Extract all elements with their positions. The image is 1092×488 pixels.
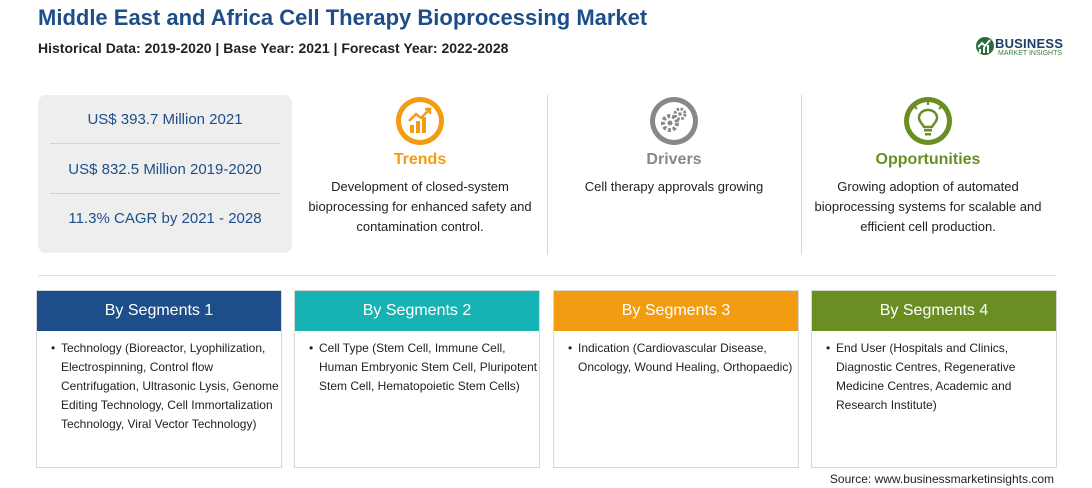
segment-card-3: By Segments 3 • Indication (Cardiovascul… xyxy=(553,290,799,468)
trends-text: Development of closed-system bioprocessi… xyxy=(308,179,532,234)
market-stats-panel: US$ 393.7 Million 2021 US$ 832.5 Million… xyxy=(38,95,292,253)
stat-divider xyxy=(50,143,280,144)
trend-chart-icon xyxy=(396,97,444,145)
opportunities-heading: Opportunities xyxy=(875,151,981,168)
segment-3-header: By Segments 3 xyxy=(554,291,798,331)
section-divider xyxy=(38,275,1056,276)
column-divider xyxy=(801,95,802,255)
bullet-icon: • xyxy=(568,341,573,355)
company-logo: BUSINESS MARKET INSIGHTS xyxy=(974,34,1064,60)
bullet-icon: • xyxy=(309,341,314,355)
stat-market-size-2021: US$ 393.7 Million 2021 xyxy=(87,111,243,128)
stat-cagr: 11.3% CAGR by 2021 - 2028 xyxy=(68,210,262,227)
logo-wordmark: BUSINESS xyxy=(995,36,1064,51)
segment-2-body: • Cell Type (Stem Cell, Immune Cell, Hum… xyxy=(295,331,539,396)
segment-card-2: By Segments 2 • Cell Type (Stem Cell, Im… xyxy=(294,290,540,468)
segment-1-text: Technology (Bioreactor, Lyophilization, … xyxy=(61,341,279,431)
segment-2-header: By Segments 2 xyxy=(295,291,539,331)
column-divider xyxy=(547,95,548,255)
drivers-text: Cell therapy approvals growing xyxy=(584,179,764,194)
trends-heading: Trends xyxy=(393,151,447,168)
logo-tagline: MARKET INSIGHTS xyxy=(998,50,1063,57)
segment-1-header: By Segments 1 xyxy=(37,291,281,331)
page-subtitle: Historical Data: 2019-2020 | Base Year: … xyxy=(38,40,509,56)
segment-4-body: • End User (Hospitals and Clinics, Diagn… xyxy=(812,331,1056,415)
page-title: Middle East and Africa Cell Therapy Biop… xyxy=(38,5,648,30)
segment-4-header: By Segments 4 xyxy=(812,291,1056,331)
segment-card-4: By Segments 4 • End User (Hospitals and … xyxy=(811,290,1057,468)
segment-2-text: Cell Type (Stem Cell, Immune Cell, Human… xyxy=(319,341,538,393)
segment-1-body: • Technology (Bioreactor, Lyophilization… xyxy=(37,331,281,434)
segment-card-1: By Segments 1 • Technology (Bioreactor, … xyxy=(36,290,282,468)
source-credit: Source: www.businessmarketinsights.com xyxy=(829,472,1054,486)
opportunities-text: Growing adoption of automated bioprocess… xyxy=(814,179,1042,234)
lightbulb-icon xyxy=(904,97,952,145)
trends-column: Trends Development of closed-system biop… xyxy=(295,95,545,237)
segment-3-body: • Indication (Cardiovascular Disease, On… xyxy=(554,331,798,377)
segment-4-text: End User (Hospitals and Clinics, Diagnos… xyxy=(836,341,1016,412)
bullet-icon: • xyxy=(826,341,831,355)
drivers-heading: Drivers xyxy=(646,151,702,168)
segment-3-text: Indication (Cardiovascular Disease, Onco… xyxy=(578,341,793,374)
opportunities-column: Opportunities Growing adoption of automa… xyxy=(803,95,1053,237)
logo-globe-icon xyxy=(976,37,994,55)
drivers-column: Drivers Cell therapy approvals growing xyxy=(549,95,799,197)
gears-icon xyxy=(650,97,698,145)
stat-market-size-historical: US$ 832.5 Million 2019-2020 xyxy=(68,161,262,178)
bullet-icon: • xyxy=(51,341,56,355)
stat-divider xyxy=(50,193,280,194)
